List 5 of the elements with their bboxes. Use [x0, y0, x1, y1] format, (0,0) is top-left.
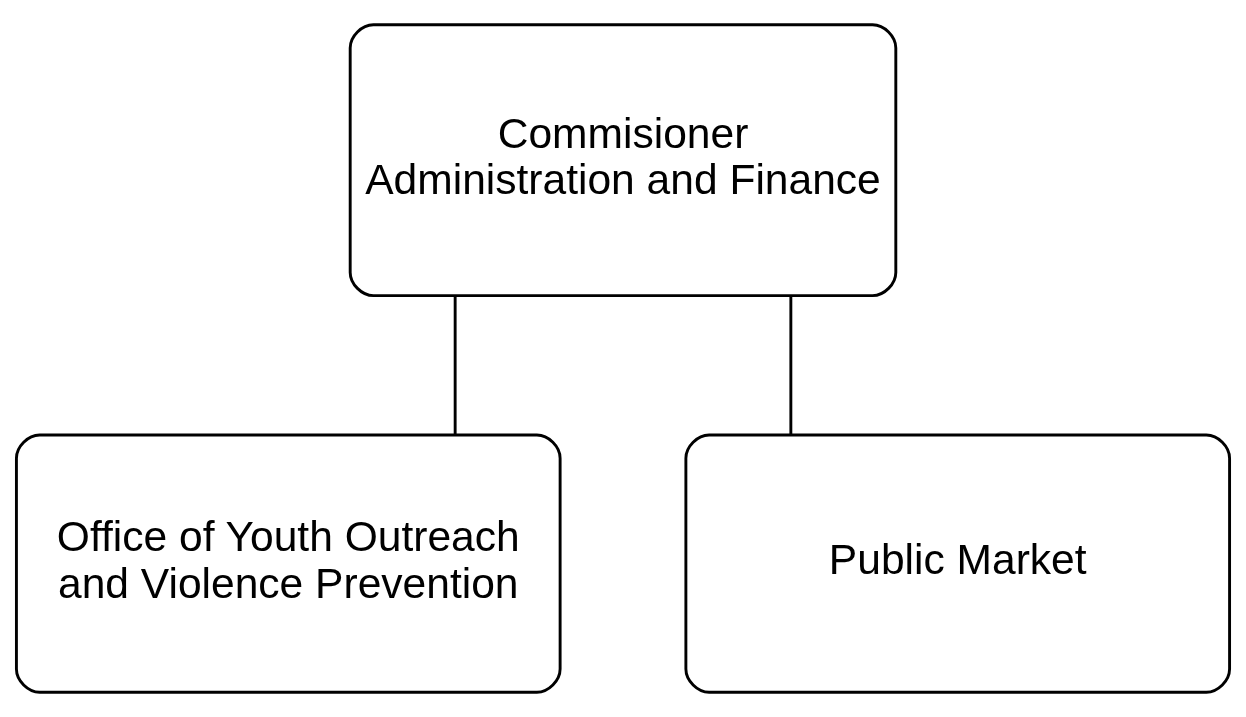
connector	[453, 295, 457, 435]
node-box: Public Market	[684, 433, 1231, 694]
node-box: Commisioner Administration and Finance	[348, 23, 898, 298]
connector	[789, 295, 793, 435]
node-box: Office of Youth Outreach and Violence Prevention	[15, 433, 562, 694]
